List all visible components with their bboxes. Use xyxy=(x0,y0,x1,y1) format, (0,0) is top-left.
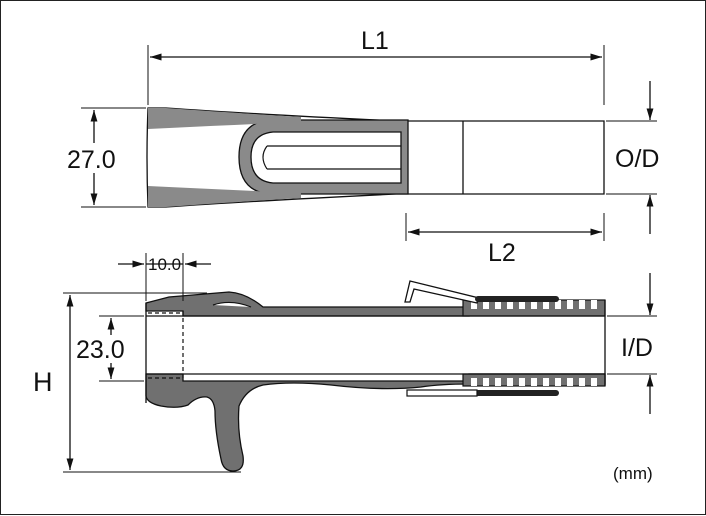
dim-L2: L2 xyxy=(405,213,605,267)
label-L1: L1 xyxy=(361,27,389,55)
label-OD: O/D xyxy=(615,145,659,173)
top-view-tongue xyxy=(250,131,402,184)
label-ID: I/D xyxy=(621,334,653,362)
side-view-top-ring xyxy=(475,296,559,302)
label-unit: (mm) xyxy=(613,464,653,483)
side-view-bottom-clamp xyxy=(406,389,478,397)
label-H: H xyxy=(33,367,53,397)
dim-23: 23.0 xyxy=(75,315,144,382)
dim-27: 27.0 xyxy=(67,107,146,208)
side-view-bottom-ring xyxy=(475,390,559,396)
side-view-top-threads xyxy=(471,300,597,309)
side-view-top-wall xyxy=(145,291,470,317)
dim-L1: L1 xyxy=(147,27,605,105)
label-width-bore: 23.0 xyxy=(76,336,125,364)
dim-OD: O/D xyxy=(606,81,659,234)
top-view xyxy=(146,107,605,208)
side-view-top-clamp xyxy=(404,280,480,304)
label-width-top: 27.0 xyxy=(67,146,116,174)
dim-ID: I/D xyxy=(607,273,657,414)
side-view-hood xyxy=(212,301,252,308)
label-L2: L2 xyxy=(488,239,516,267)
top-view-taper-shade-bottom xyxy=(148,186,301,207)
dim-10: 10.0 xyxy=(118,253,211,301)
label-head: 10.0 xyxy=(148,255,181,274)
dim-H: H xyxy=(33,292,241,473)
top-view-taper-shade-top xyxy=(148,108,301,129)
top-view-tongue-end xyxy=(262,145,268,170)
side-view xyxy=(145,280,606,472)
side-view-bottom-wall xyxy=(145,373,606,472)
side-view-bottom-threads xyxy=(471,378,597,386)
